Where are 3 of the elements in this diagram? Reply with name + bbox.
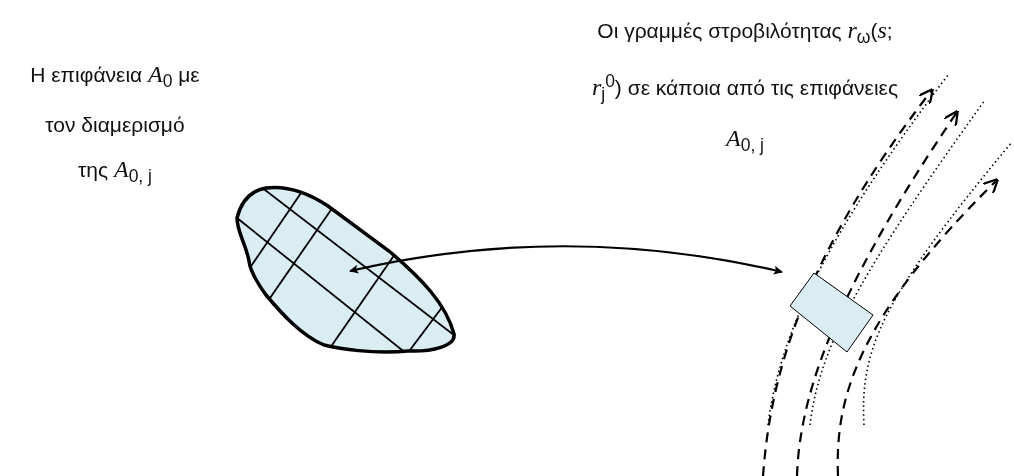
caption-text: Η επιφάνεια A$_{0}$ με τον διαμερισμό της A$_{0, j}$ bbox=[30, 60, 200, 189]
double-headed-arrow bbox=[349, 245, 783, 275]
caption-text: Οι γραμμές στροβιλότητας r$_{ω}$(s; r$_{j}$$^{0}$) σε κάποια από τις επιφάνειες A$_{0, j}$ bbox=[590, 16, 900, 158]
